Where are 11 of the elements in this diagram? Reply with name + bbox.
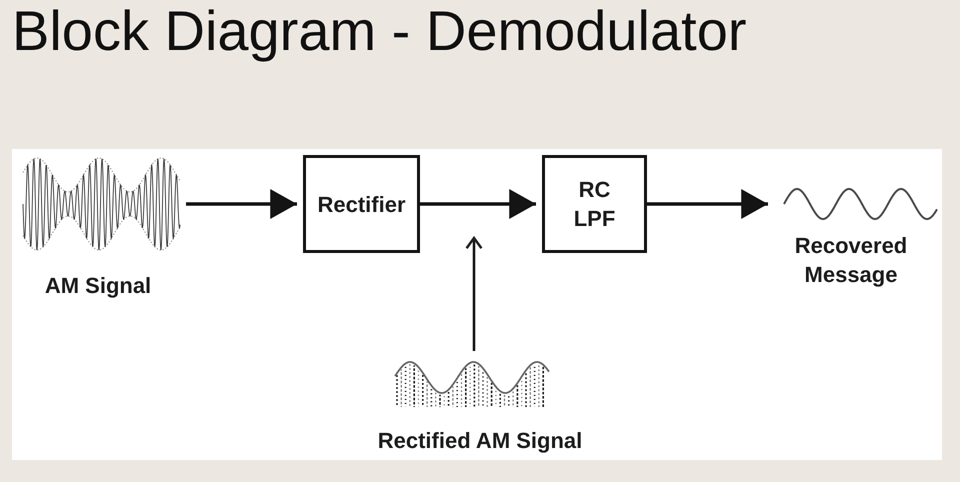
waveform-caption: Recovered Message: [794, 232, 908, 289]
arrow: [186, 189, 297, 219]
process-block: RC LPF: [542, 155, 647, 253]
arrow: [647, 189, 768, 219]
waveform-caption: AM Signal: [44, 272, 152, 300]
rectified-waveform: [393, 359, 551, 409]
arrow: [465, 236, 483, 351]
process-block: Rectifier: [303, 155, 420, 253]
modulated-waveform: [21, 156, 182, 252]
arrow: [420, 189, 536, 219]
waveform-caption: Rectified AM Signal: [378, 427, 582, 455]
